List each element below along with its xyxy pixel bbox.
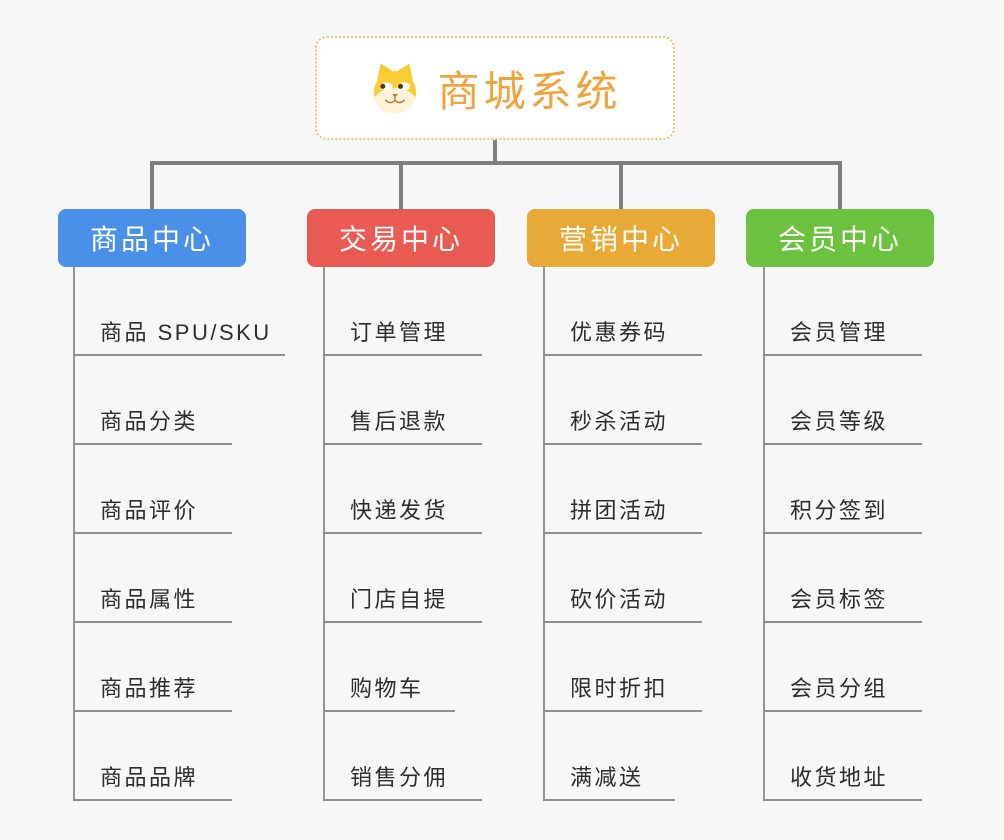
leaf-node[interactable]: 购物车 bbox=[323, 623, 555, 712]
leaf-node[interactable]: 售后退款 bbox=[323, 356, 555, 445]
connector-drop-product bbox=[150, 163, 154, 210]
branch-node-marketing-center[interactable]: 营销中心 bbox=[527, 209, 715, 267]
leaf-node[interactable]: 商品评价 bbox=[73, 445, 305, 534]
branch-node-trade-center[interactable]: 交易中心 bbox=[307, 209, 495, 267]
leaf-underline bbox=[73, 710, 232, 712]
branch-node-member-center[interactable]: 会员中心 bbox=[746, 209, 934, 267]
leaf-underline bbox=[543, 354, 702, 356]
leaf-node[interactable]: 会员管理 bbox=[763, 267, 995, 356]
leaf-node[interactable]: 会员等级 bbox=[763, 356, 995, 445]
leaf-node[interactable]: 销售分佣 bbox=[323, 712, 555, 801]
branch-column-marketing: 优惠券码 秒杀活动 拼团活动 砍价活动 限时折扣 满减送 bbox=[543, 267, 775, 801]
leaf-underline bbox=[73, 443, 232, 445]
connector-drop-marketing bbox=[619, 163, 623, 210]
leaf-underline bbox=[543, 532, 702, 534]
leaf-underline bbox=[763, 621, 922, 623]
leaf-node[interactable]: 商品分类 bbox=[73, 356, 305, 445]
leaf-label: 商品 SPU/SKU bbox=[100, 320, 272, 345]
leaf-label: 销售分佣 bbox=[350, 765, 449, 790]
leaf-underline bbox=[323, 443, 482, 445]
leaf-label: 商品分类 bbox=[100, 409, 199, 434]
root-node[interactable]: 商城系统 bbox=[315, 36, 675, 140]
leaf-underline bbox=[763, 354, 922, 356]
leaf-label: 秒杀活动 bbox=[570, 409, 669, 434]
leaf-node[interactable]: 商品 SPU/SKU bbox=[73, 267, 305, 356]
leaf-underline bbox=[763, 443, 922, 445]
leaf-underline bbox=[763, 532, 922, 534]
leaf-node[interactable]: 满减送 bbox=[543, 712, 775, 801]
leaf-underline bbox=[763, 799, 922, 801]
leaf-underline bbox=[543, 799, 675, 801]
leaf-label: 商品评价 bbox=[100, 498, 199, 523]
leaf-underline bbox=[323, 799, 482, 801]
leaf-underline bbox=[73, 799, 232, 801]
leaf-label: 商品品牌 bbox=[100, 765, 199, 790]
leaf-label: 会员标签 bbox=[790, 587, 889, 612]
leaf-node[interactable]: 商品推荐 bbox=[73, 623, 305, 712]
leaf-node[interactable]: 会员标签 bbox=[763, 534, 995, 623]
connector-drop-trade bbox=[399, 163, 403, 210]
leaf-label: 购物车 bbox=[350, 676, 424, 701]
leaf-node[interactable]: 砍价活动 bbox=[543, 534, 775, 623]
leaf-node[interactable]: 拼团活动 bbox=[543, 445, 775, 534]
leaf-label: 快递发货 bbox=[350, 498, 449, 523]
leaf-node[interactable]: 秒杀活动 bbox=[543, 356, 775, 445]
leaf-underline bbox=[73, 354, 285, 356]
leaf-label: 售后退款 bbox=[350, 409, 449, 434]
leaf-label: 会员等级 bbox=[790, 409, 889, 434]
leaf-underline bbox=[323, 621, 482, 623]
leaf-underline bbox=[543, 621, 702, 623]
leaf-underline bbox=[323, 532, 482, 534]
leaf-label: 满减送 bbox=[570, 765, 644, 790]
leaf-underline bbox=[73, 621, 232, 623]
leaf-label: 会员管理 bbox=[790, 320, 889, 345]
root-title: 商城系统 bbox=[437, 67, 622, 115]
leaf-label: 砍价活动 bbox=[570, 587, 669, 612]
leaf-node[interactable]: 积分签到 bbox=[763, 445, 995, 534]
leaf-label: 收货地址 bbox=[790, 765, 889, 790]
leaf-node[interactable]: 优惠券码 bbox=[543, 267, 775, 356]
leaf-underline bbox=[763, 710, 922, 712]
leaf-label: 商品属性 bbox=[100, 587, 199, 612]
leaf-label: 订单管理 bbox=[350, 320, 449, 345]
leaf-underline bbox=[543, 443, 702, 445]
branch-column-trade: 订单管理 售后退款 快递发货 门店自提 购物车 销售分佣 bbox=[323, 267, 555, 801]
leaf-node[interactable]: 门店自提 bbox=[323, 534, 555, 623]
leaf-label: 优惠券码 bbox=[570, 320, 669, 345]
leaf-node[interactable]: 收货地址 bbox=[763, 712, 995, 801]
leaf-node[interactable]: 商品品牌 bbox=[73, 712, 305, 801]
leaf-underline bbox=[323, 710, 455, 712]
leaf-node[interactable]: 快递发货 bbox=[323, 445, 555, 534]
leaf-label: 会员分组 bbox=[790, 676, 889, 701]
leaf-underline bbox=[323, 354, 482, 356]
branch-column-product: 商品 SPU/SKU 商品分类 商品评价 商品属性 商品推荐 商品品牌 bbox=[73, 267, 305, 801]
dog-face-icon bbox=[374, 63, 417, 114]
leaf-node[interactable]: 订单管理 bbox=[323, 267, 555, 356]
leaf-label: 积分签到 bbox=[790, 498, 889, 523]
leaf-node[interactable]: 限时折扣 bbox=[543, 623, 775, 712]
leaf-node[interactable]: 会员分组 bbox=[763, 623, 995, 712]
leaf-label: 限时折扣 bbox=[570, 676, 669, 701]
branch-node-product-center[interactable]: 商品中心 bbox=[58, 209, 246, 267]
leaf-underline bbox=[543, 710, 702, 712]
leaf-label: 商品推荐 bbox=[100, 676, 199, 701]
leaf-label: 拼团活动 bbox=[570, 498, 669, 523]
leaf-label: 门店自提 bbox=[350, 587, 449, 612]
connector-horizontal bbox=[150, 161, 842, 165]
connector-root-trunk bbox=[493, 139, 497, 163]
leaf-underline bbox=[73, 532, 232, 534]
leaf-node[interactable]: 商品属性 bbox=[73, 534, 305, 623]
branch-column-member: 会员管理 会员等级 积分签到 会员标签 会员分组 收货地址 bbox=[763, 267, 995, 801]
connector-drop-member bbox=[838, 163, 842, 210]
